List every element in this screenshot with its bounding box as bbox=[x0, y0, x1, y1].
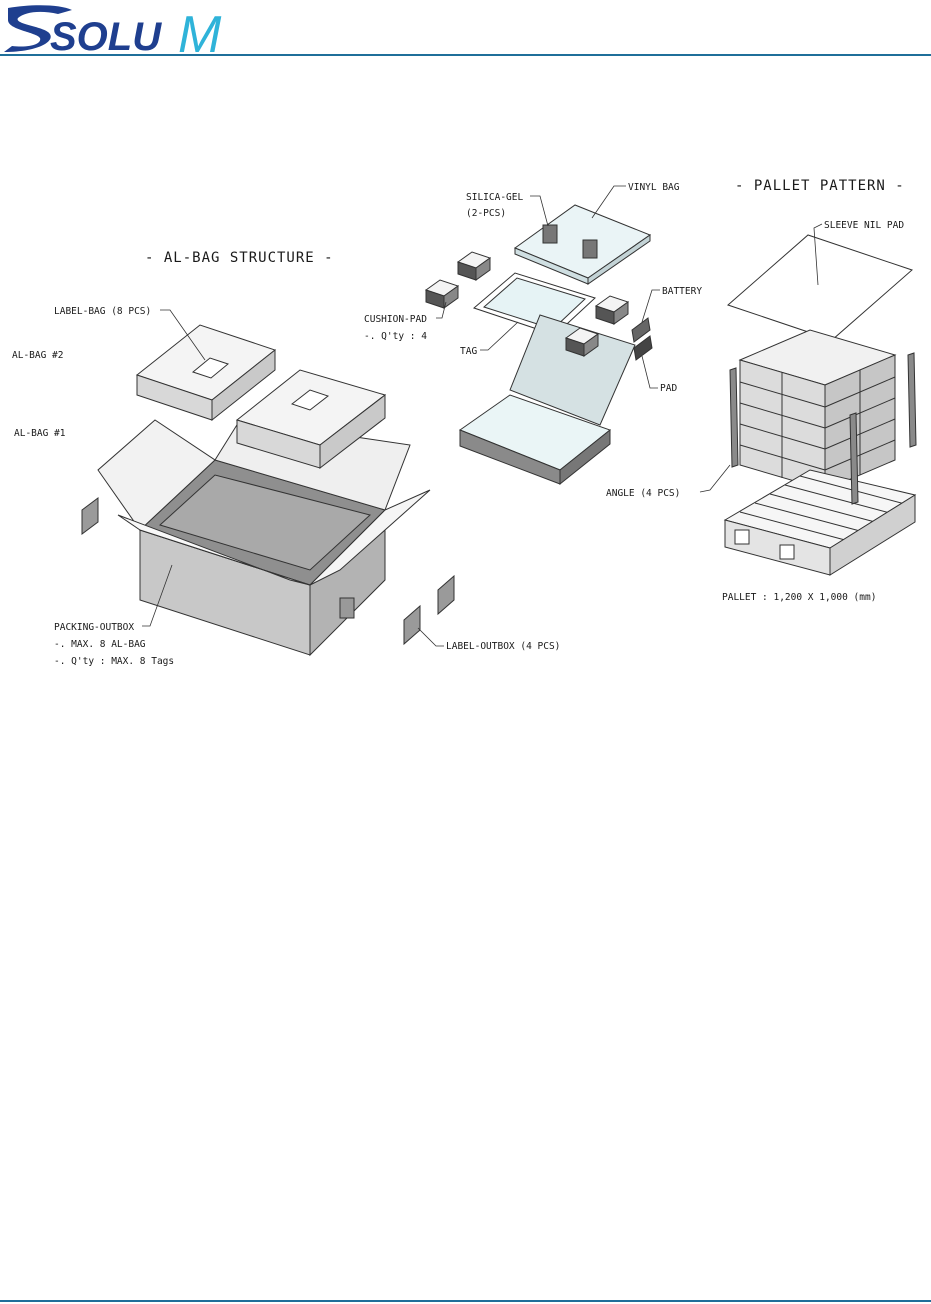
qty-tags-text: -. Q'ty : MAX. 8 Tags bbox=[54, 656, 174, 667]
silica-gel-1 bbox=[543, 225, 557, 243]
label-bag-text: LABEL-BAG (8 PCS) bbox=[54, 306, 151, 317]
logo-text-m: M bbox=[178, 6, 222, 56]
packing-outbox-text: PACKING-OUTBOX bbox=[54, 622, 134, 633]
pad-text: PAD bbox=[660, 383, 677, 394]
stacked-boxes-drawing bbox=[740, 330, 895, 490]
header-rule bbox=[0, 54, 931, 56]
tag-drawing bbox=[474, 273, 595, 335]
cushion-pad-text: CUSHION-PAD bbox=[364, 314, 427, 325]
al-bag-title: - AL-BAG STRUCTURE - bbox=[145, 250, 334, 266]
packing-outbox-drawing bbox=[98, 420, 430, 655]
al-bag-1-text: AL-BAG #1 bbox=[14, 428, 66, 439]
cushion-qty-text: -. Q'ty : 4 bbox=[364, 331, 427, 342]
logo-text-solu: SOLU bbox=[50, 15, 162, 56]
pallet-title: - PALLET PATTERN - bbox=[735, 178, 905, 194]
packing-diagram: - AL-BAG STRUCTURE - LABEL-BAG (8 PCS) A… bbox=[0, 160, 931, 680]
silica-gel-qty-text: (2-PCS) bbox=[466, 208, 506, 219]
pallet-drawing bbox=[725, 470, 915, 575]
angle-text: ANGLE (4 PCS) bbox=[606, 488, 680, 499]
sleeve-pad-text: SLEEVE NIL PAD bbox=[824, 220, 904, 231]
silica-gel-2 bbox=[583, 240, 597, 258]
al-bag-2-text: AL-BAG #2 bbox=[12, 350, 63, 361]
tag-text: TAG bbox=[460, 346, 477, 357]
footer-rule bbox=[0, 1300, 931, 1302]
vinyl-bag-drawing bbox=[515, 205, 650, 284]
sleeve-pad-drawing bbox=[728, 235, 912, 340]
pallet-size-text: PALLET : 1,200 X 1,000 (mm) bbox=[722, 592, 876, 603]
outbox-label-1 bbox=[404, 606, 420, 644]
outbox-label-2 bbox=[438, 576, 454, 614]
battery-text: BATTERY bbox=[662, 286, 702, 297]
battery-drawing bbox=[632, 318, 652, 360]
vinyl-bag-text: VINYL BAG bbox=[628, 182, 680, 193]
outbox-label-left bbox=[82, 498, 98, 534]
silica-gel-text: SILICA-GEL bbox=[466, 192, 523, 203]
tray-drawing bbox=[460, 315, 635, 484]
solum-logo: SOLU M bbox=[0, 0, 270, 56]
max-al-bag-text: -. MAX. 8 AL-BAG bbox=[54, 639, 146, 650]
label-outbox-text: LABEL-OUTBOX (4 PCS) bbox=[446, 641, 560, 652]
